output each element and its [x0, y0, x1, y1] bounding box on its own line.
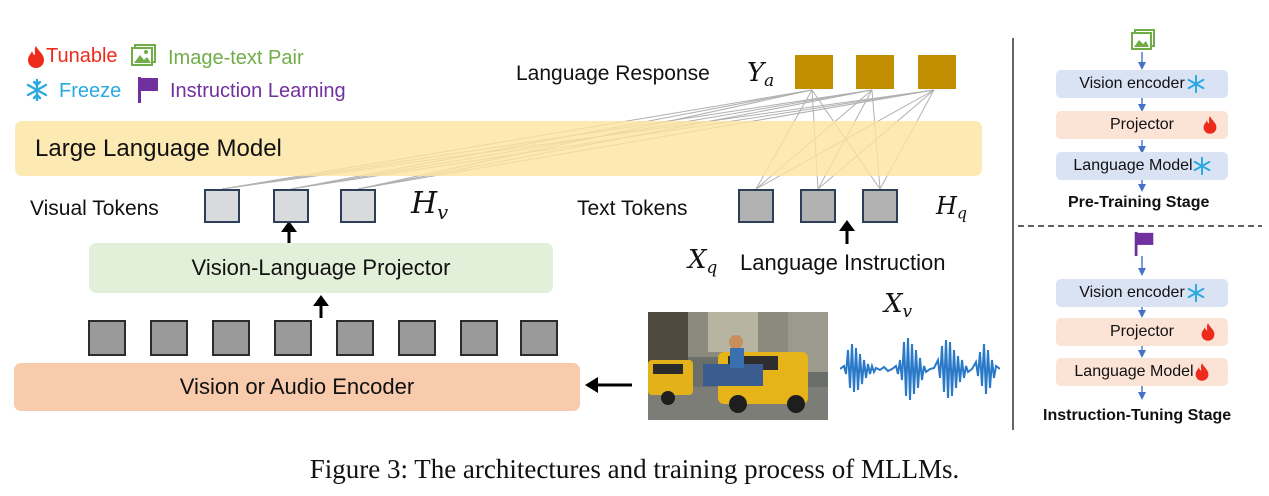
encoder-token [150, 320, 188, 356]
response-token [856, 55, 894, 89]
text-token [862, 189, 898, 223]
visual-token [204, 189, 240, 223]
snowflake-icon [1187, 284, 1205, 302]
figure-caption: Figure 3: The architectures and training… [309, 454, 960, 484]
vision-audio-encoder-block: Vision or Audio Encoder [14, 363, 580, 411]
legend-image-text-pair: Image-text Pair [168, 47, 304, 69]
legend-instruction-learning: Instruction Learning [170, 80, 346, 102]
flame-icon [1203, 116, 1217, 134]
finetune-language-model: Language Model [1056, 358, 1228, 386]
snowflake-icon [26, 78, 48, 102]
legend-freeze: Freeze [59, 80, 122, 102]
text-token [800, 189, 836, 223]
pretrain-projector: Projector [1056, 111, 1228, 139]
encoder-token [460, 320, 498, 356]
image-icon [131, 44, 157, 68]
h-q-symbol: Hq [936, 192, 967, 223]
encoder-token [88, 320, 126, 356]
projector-label: Vision-Language Projector [191, 255, 451, 280]
encoder-token [520, 320, 558, 356]
snowflake-icon [1193, 157, 1210, 175]
flame-icon [1195, 363, 1209, 381]
flow-arrows [281, 220, 855, 393]
flame-icon [26, 45, 46, 69]
audio-waveform [839, 330, 1001, 408]
image-icon [1130, 29, 1156, 53]
street-photo [648, 312, 828, 420]
pretrain-vision-encoder: Vision encoder [1056, 70, 1228, 98]
text-token [738, 189, 774, 223]
flag-icon [1132, 231, 1156, 257]
flame-icon [1201, 323, 1215, 341]
y-a-symbol: Ya [747, 58, 775, 91]
h-v-symbol: Hv [411, 186, 449, 224]
legend-tunable: Tunable [46, 45, 118, 67]
encoder-token [336, 320, 374, 356]
response-token [795, 55, 833, 89]
vision-language-projector-block: Vision-Language Projector [89, 243, 553, 293]
encoder-token [212, 320, 250, 356]
language-instruction-label: Language Instruction [740, 250, 946, 275]
visual-token [340, 189, 376, 223]
finetune-projector: Projector [1056, 318, 1228, 346]
instruction-tuning-stage-title: Instruction-Tuning Stage [1043, 407, 1232, 424]
response-token [918, 55, 956, 89]
encoder-label: Vision or Audio Encoder [179, 374, 415, 399]
llm-label: Large Language Model [35, 134, 282, 162]
large-language-model-block: Large Language Model [15, 121, 982, 176]
language-response-label: Language Response [516, 62, 710, 85]
flag-icon [136, 76, 160, 104]
finetune-vision-encoder: Vision encoder [1056, 279, 1228, 307]
pretrain-language-model: Language Model [1056, 152, 1228, 180]
x-q-symbol: Xq [688, 245, 718, 278]
visual-tokens-label: Visual Tokens [30, 197, 159, 220]
text-tokens-label: Text Tokens [577, 197, 688, 220]
pretraining-stage-title: Pre-Training Stage [1068, 194, 1210, 211]
encoder-token [274, 320, 312, 356]
x-v-symbol: Xv [884, 289, 913, 322]
encoder-token [398, 320, 436, 356]
visual-token [273, 189, 309, 223]
snowflake-icon [1187, 75, 1205, 93]
